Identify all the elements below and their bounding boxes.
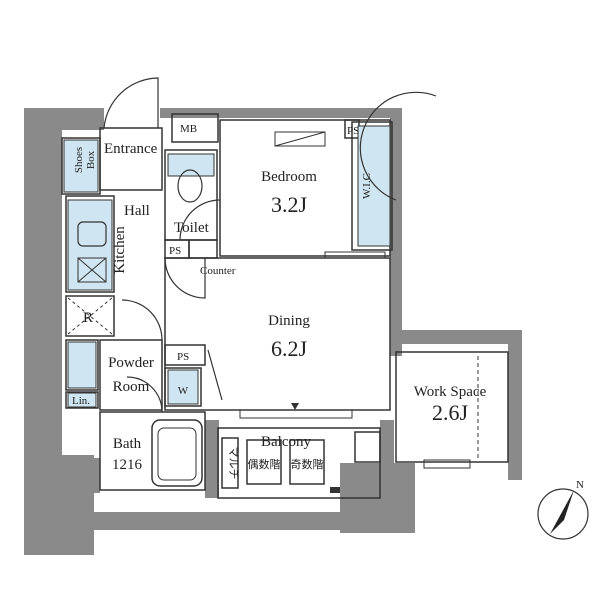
- powder-room-outline: [99, 339, 163, 411]
- kitchen-label: Kitchen: [112, 226, 128, 274]
- linen-outline: [65, 391, 99, 409]
- washer-fill: [167, 369, 199, 405]
- bath-size: 1216: [112, 457, 143, 473]
- top-left-wall: [24, 108, 104, 130]
- toilet-door: [179, 199, 221, 241]
- bedroom-partition: [324, 251, 386, 259]
- room-labels: MB Entrance Shoes Box Hall Toilet Kitche…: [72, 123, 487, 480]
- kitchen-outline: [65, 195, 115, 293]
- north-compass: N: [537, 479, 589, 540]
- counter-label: Counter: [200, 265, 236, 277]
- bedroom-shelf: [274, 131, 326, 147]
- dining-outline: [164, 257, 391, 411]
- evac-odd-outline: [289, 439, 325, 485]
- left-outer-wall: [24, 108, 62, 458]
- room-outlines: [61, 113, 509, 499]
- shoes-box-label-2: Box: [85, 150, 97, 169]
- evac-even-outline: [246, 439, 282, 485]
- compass-ring: [537, 488, 589, 540]
- mb-label: MB: [180, 123, 197, 135]
- shoes-box-outline: [61, 137, 101, 195]
- powder-door: [121, 299, 163, 341]
- bottom-left-wall-inner: [60, 458, 100, 493]
- linen-label: Lin.: [72, 395, 90, 407]
- entrance-outline: [99, 127, 163, 191]
- bedroom-shelf-diag: [274, 131, 326, 147]
- work-space-size: 2.6J: [432, 400, 469, 425]
- multi-label: マルチ: [227, 447, 240, 480]
- entry-marker: [291, 403, 299, 410]
- right-wall-mid: [390, 330, 522, 344]
- evac-odd-label: 奇数階: [291, 457, 324, 471]
- balcony-box-outline: [354, 431, 381, 463]
- ps-powder-outline: [164, 344, 206, 366]
- balcony-outline: [217, 427, 381, 499]
- powder-label-2: Room: [113, 379, 150, 395]
- kitchen-fill: [67, 199, 113, 291]
- bath-outline: [99, 411, 206, 491]
- multi-outline: [221, 437, 239, 489]
- right-wall-upper: [390, 108, 402, 356]
- bedroom-label: Bedroom: [261, 169, 317, 185]
- hall-label: Hall: [124, 203, 150, 219]
- bedroom-size: 3.2J: [271, 192, 308, 217]
- wic-label: W.I.C: [361, 173, 373, 199]
- top-wall: [160, 108, 402, 118]
- stove: [77, 257, 107, 283]
- shoes-box-fill: [63, 139, 99, 193]
- bottom-center-wall: [94, 512, 344, 530]
- toilet-fixture-fill: [167, 153, 215, 177]
- shoes-box-label-1: Shoes: [73, 147, 85, 173]
- bathtub-outline: [151, 419, 203, 487]
- bathtub-inner: [157, 427, 197, 481]
- fixtures: [63, 125, 391, 408]
- entrance-label: Entrance: [104, 141, 158, 157]
- dining-sliding: [207, 349, 223, 401]
- work-window: [423, 459, 471, 469]
- powder-label-1: Powder: [108, 355, 154, 371]
- dining-door: [164, 257, 206, 299]
- bath-door: [126, 376, 163, 413]
- toilet-bowl: [177, 169, 203, 203]
- toilet-label: Toilet: [174, 220, 210, 236]
- balcony-label: Balcony: [261, 434, 311, 450]
- linen-fill: [67, 392, 97, 408]
- kitchen-sink: [77, 221, 107, 247]
- ps-toilet-label: PS: [169, 245, 181, 257]
- work-space-label: Work Space: [414, 384, 487, 400]
- right-wall-lower: [508, 330, 522, 480]
- ps-top-label: PS: [347, 125, 359, 137]
- door-swings: [103, 77, 437, 413]
- counter-box-outline: [188, 239, 218, 259]
- bath-label: Bath: [113, 436, 142, 452]
- wic-outline: [351, 121, 393, 251]
- refrigerator-label: R: [83, 310, 93, 326]
- work-space-outline: [395, 351, 509, 463]
- refrigerator-outline: [65, 295, 115, 337]
- north-label: N: [576, 479, 584, 491]
- balcony-left-wall: [205, 420, 219, 498]
- dining-size: 6.2J: [271, 336, 308, 361]
- wic-fill: [357, 125, 391, 247]
- balcony-right-wall: [380, 420, 394, 465]
- washer-label: W: [178, 385, 189, 397]
- top-right-door: [359, 91, 437, 201]
- ps-powder-label: PS: [177, 351, 189, 363]
- balcony-drain: [330, 487, 340, 493]
- dining-label: Dining: [268, 313, 310, 329]
- entrance-door: [103, 77, 159, 129]
- windows: [239, 131, 479, 469]
- compass-arrow-icon: [550, 490, 574, 534]
- washer-outline: [164, 367, 202, 407]
- mb-outline: [171, 113, 219, 143]
- powder-sink-fill: [67, 341, 97, 389]
- balcony-window: [239, 409, 353, 419]
- evac-even-label: 偶数階: [248, 457, 281, 471]
- powder-sink-outline: [65, 339, 99, 391]
